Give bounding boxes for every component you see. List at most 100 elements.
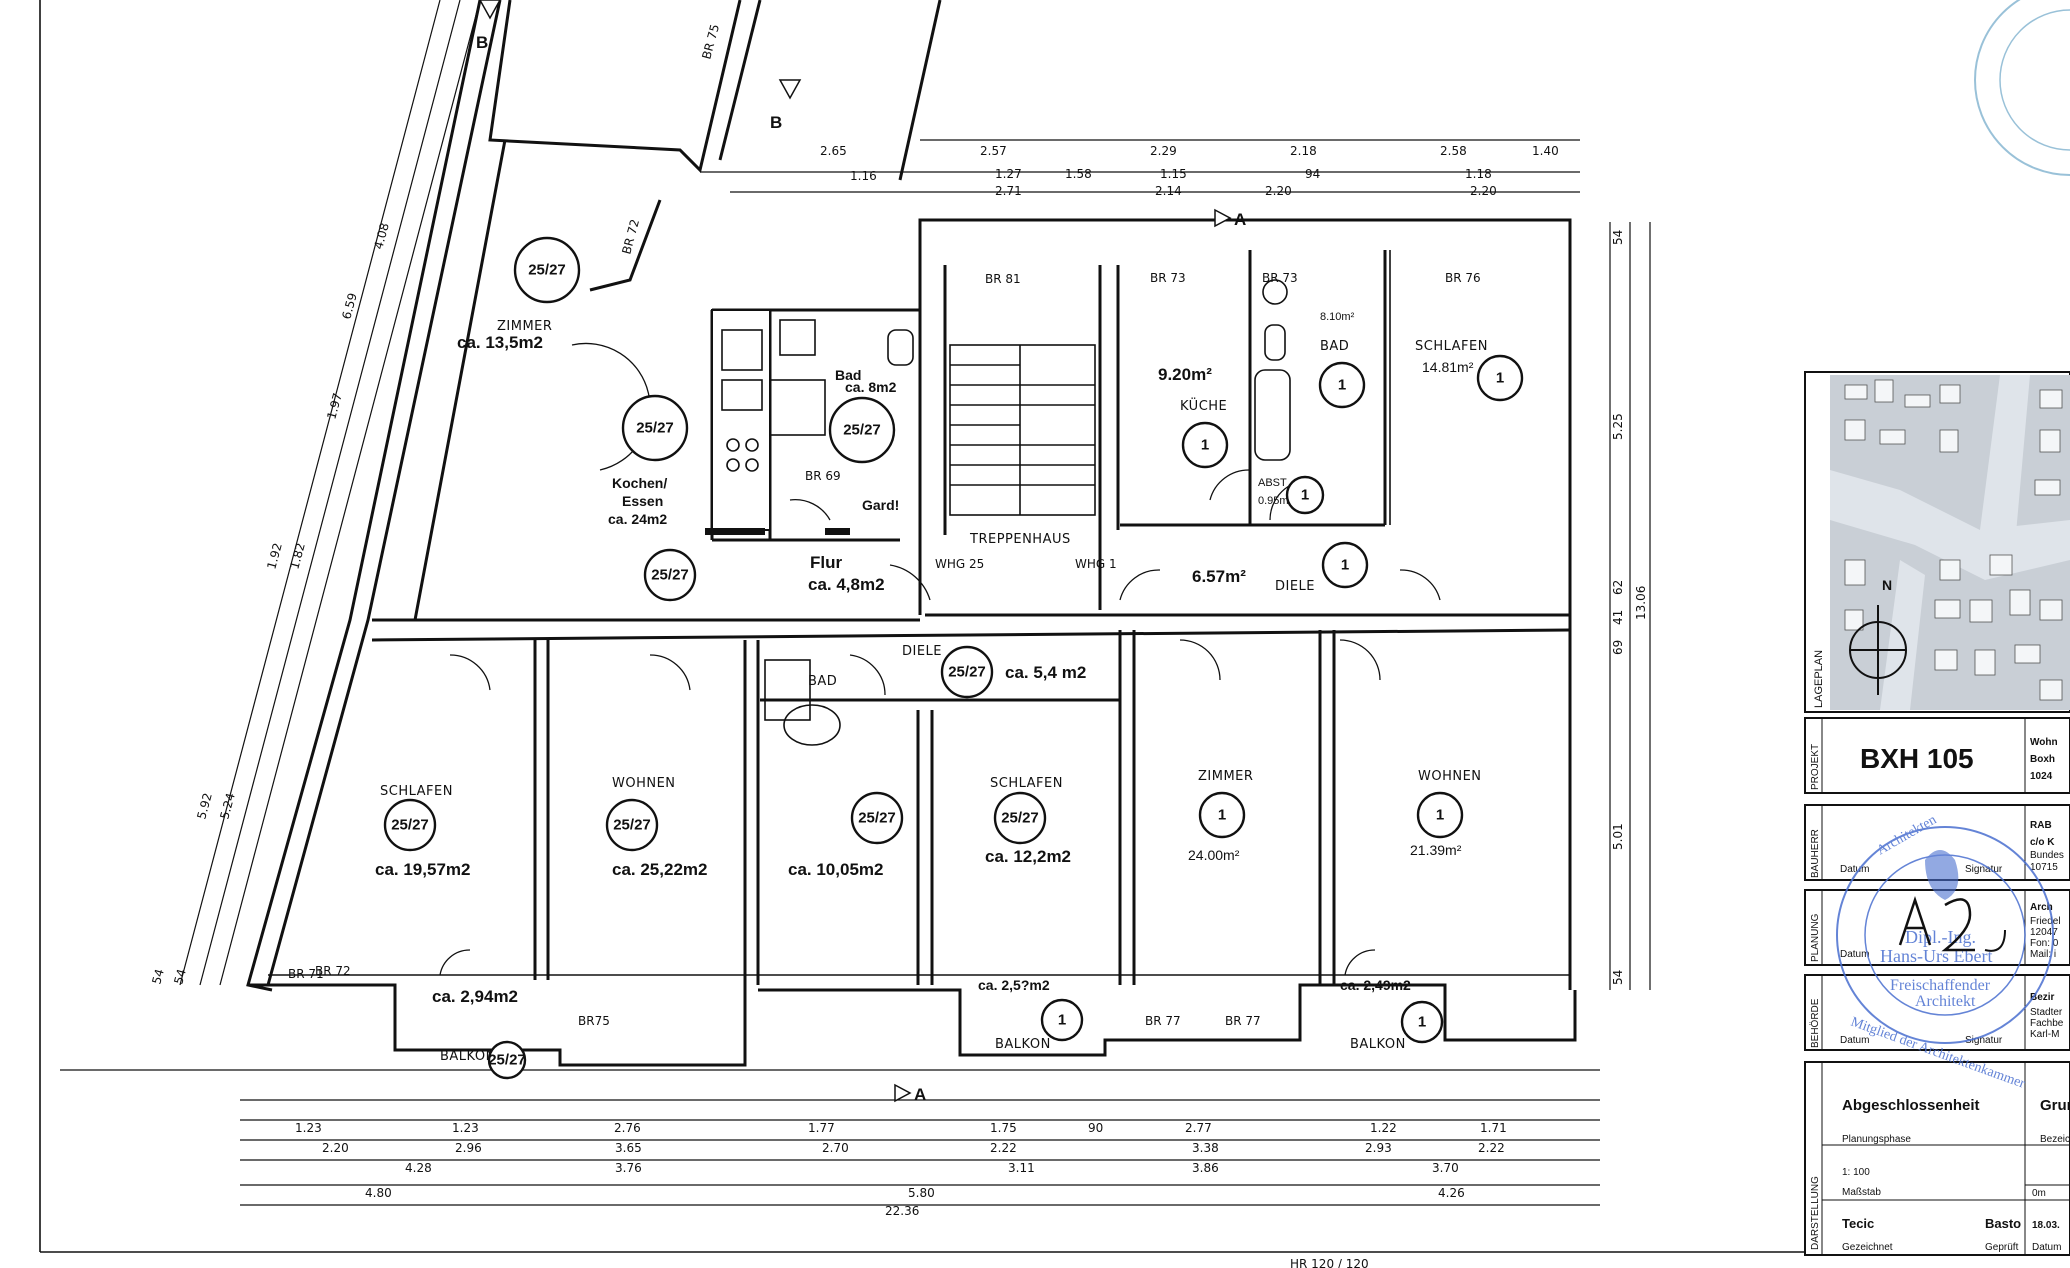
unit-badge: 25/27 <box>621 394 689 462</box>
dim-label: 1.15 <box>1160 167 1187 181</box>
projekt-desc-3: 1024 <box>2030 771 2053 782</box>
dim-label: 1.18 <box>1465 167 1492 181</box>
unit-badge: 25/27 <box>383 798 437 852</box>
dim-label: 54 <box>149 967 166 985</box>
handwritten-annotation <box>1898 896 2006 952</box>
staircase <box>949 344 1096 516</box>
room-area-flur: ca. 4,8m2 <box>808 575 885 594</box>
room-label-kueche: KÜCHE <box>1180 397 1227 414</box>
dim-label: 2.20 <box>322 1141 349 1155</box>
dim-label: 2.18 <box>1290 144 1317 158</box>
room-area-bad-1: ca. 8m2 <box>845 379 897 395</box>
bottom-left-window-label: BR 71 <box>288 967 324 981</box>
checked-label: Geprüft <box>1985 1242 2019 1253</box>
bauherr-label: BAUHERR <box>1810 829 1821 878</box>
dim-label: 2.58 <box>1440 144 1467 158</box>
unit-badge: 25/27 <box>940 645 994 699</box>
room-area-bad-3: ca. 10,05m2 <box>788 860 883 879</box>
dim-label: 2.22 <box>1478 1141 1505 1155</box>
room-label-treppenhaus: TREPPENHAUS <box>969 532 1071 547</box>
darstellung-label: DARSTELLUNG <box>1810 1176 1821 1250</box>
dim-label: 1.97 <box>324 391 344 420</box>
schlafen-1-window-label: BR 76 <box>1445 271 1481 285</box>
stamp-line-2: Dipl.-Ing. <box>1905 927 1976 947</box>
kitchen-counter <box>705 309 850 535</box>
dim-label: 5.01 <box>1611 823 1625 850</box>
stamp-line-4: Freischaffender <box>1890 977 1991 994</box>
bauherr-datum: Datum <box>1840 864 1869 875</box>
dim-label: 2.71 <box>995 184 1022 198</box>
room-label-schlafen-1: SCHLAFEN <box>1415 339 1488 354</box>
dim-label: 1.58 <box>1065 167 1092 181</box>
room-area-bad-2: 8.10m² <box>1320 311 1355 323</box>
whg-1-label: WHG 1 <box>1075 557 1117 571</box>
dim-label: 4.28 <box>405 1161 432 1175</box>
unit-number: 25/27 <box>948 664 986 681</box>
room-label-wohnen-1: WOHNEN <box>612 776 676 791</box>
dim-label: 2.57 <box>980 144 1007 158</box>
dim-label: 6.59 <box>339 291 359 320</box>
bad-2-window-label: BR 73 <box>1262 271 1298 285</box>
dim-label: 5.25 <box>1611 413 1625 440</box>
door-swings <box>439 342 1441 976</box>
dim-label: 5.24 <box>217 791 237 820</box>
dim-label: 2.29 <box>1150 144 1177 158</box>
balkon-2-window-label-b: BR 77 <box>1225 1014 1261 1028</box>
bauherr-line-4: 10715 <box>2030 862 2058 873</box>
room-label-abst: ABST <box>1258 477 1287 489</box>
room-label-diele-2: DIELE <box>902 644 942 659</box>
unit-number: 25/27 <box>1001 810 1039 827</box>
drawn-by: Tecic <box>1842 1216 1874 1231</box>
unit-badge: 1 <box>1040 998 1084 1042</box>
scale-label: Maßstab <box>1842 1187 1881 1198</box>
room-label-zimmer-1: ZIMMER <box>497 319 552 334</box>
dim-label: 3.11 <box>1008 1161 1035 1175</box>
top-dimension-labels: 2.65 2.57 2.29 2.18 2.58 1.40 2.71 2.14 … <box>820 144 1559 198</box>
north-arrow-label: N <box>1882 577 1892 593</box>
behoerde-line-2: Stadter <box>2030 1007 2063 1018</box>
phase-title: Abgeschlossenheit <box>1842 1097 1980 1114</box>
room-area-schlafen-2: ca. 19,57m2 <box>375 860 470 879</box>
dim-label: 94 <box>1305 167 1320 181</box>
room-area-diele-1: 6.57m² <box>1192 567 1246 586</box>
unit-badge: 25/27 <box>993 791 1047 845</box>
kueche-window-label: BR 73 <box>1150 271 1186 285</box>
dim-label: 1.77 <box>808 1121 835 1135</box>
room-label-schlafen-3: SCHLAFEN <box>990 776 1063 791</box>
dim-label: 2.93 <box>1365 1141 1392 1155</box>
bezeich-text: Bezeich <box>2040 1134 2070 1145</box>
room-area-zimmer-1: ca. 13,5m2 <box>457 333 543 352</box>
date-label: Datum <box>2032 1242 2061 1253</box>
grund-text: Grun <box>2040 1097 2070 1114</box>
dim-label: 54 <box>171 967 188 985</box>
unit-number: 1 <box>1338 377 1346 394</box>
section-mark-b1: B <box>476 33 488 52</box>
building-walls <box>246 0 1577 1067</box>
room-area-balkon-1: ca. 2,94m2 <box>432 987 518 1006</box>
planung-line-2: Friedel <box>2030 916 2061 927</box>
room-area-kueche: 9.20m² <box>1158 365 1212 384</box>
projekt-code: BXH 105 <box>1860 743 1974 774</box>
top-window-label: BR 75 <box>699 23 722 61</box>
unit-badge: 25/27 <box>828 396 896 464</box>
unit-number: 1 <box>1218 807 1226 824</box>
behoerde-line-3: Fachbe <box>2030 1018 2064 1029</box>
dim-label: 5.80 <box>908 1186 935 1200</box>
room-label-balkon-1: BALKON <box>440 1049 496 1064</box>
unit-number: 1 <box>1496 370 1504 387</box>
bauherr-signatur: Signatur <box>1965 864 2003 875</box>
behoerde-line-1: Bezir <box>2030 992 2055 1003</box>
dim-label: 1.22 <box>1370 1121 1397 1135</box>
drawn-label: Gezeichnet <box>1842 1242 1893 1253</box>
planung-line-4: Fon: 0 <box>2030 938 2059 949</box>
unit-number: 1 <box>1058 1012 1066 1029</box>
dim-label: 62 <box>1611 580 1625 595</box>
phase-label: Planungsphase <box>1842 1134 1911 1145</box>
dim-label: 2.20 <box>1470 184 1497 198</box>
room-area-diele-2: ca. 5,4 m2 <box>1005 663 1086 682</box>
room-label-diele-1: DIELE <box>1275 579 1315 594</box>
lageplan-label: LAGEPLAN <box>1813 650 1825 708</box>
dim-label: 3.86 <box>1192 1161 1219 1175</box>
dim-label: 54 <box>1611 970 1625 985</box>
